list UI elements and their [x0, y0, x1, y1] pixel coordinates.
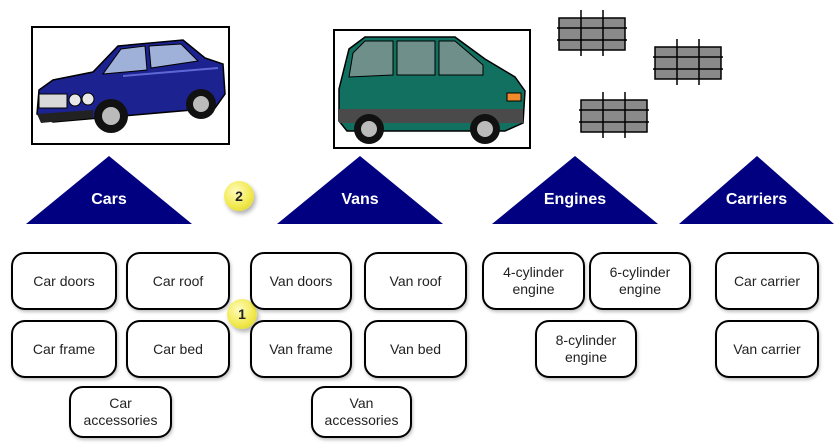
part-car-doors[interactable]: Car doors: [11, 252, 117, 310]
part-car-frame[interactable]: Car frame: [11, 320, 117, 378]
category-engines: Engines: [492, 156, 658, 224]
part-van-bed[interactable]: Van bed: [364, 320, 467, 378]
part-label: Van bed: [389, 340, 442, 357]
part-label: Van doors: [269, 272, 333, 289]
part-label: Car accessories: [83, 395, 158, 428]
category-label: Carriers: [725, 191, 788, 208]
part-label: Car carrier: [733, 272, 801, 289]
part-van-accessories[interactable]: Van accessories: [311, 386, 412, 438]
car-picture: [31, 26, 230, 145]
badge-number: 1: [238, 306, 246, 322]
part-label: Car roof: [152, 272, 204, 289]
part-van-frame[interactable]: Van frame: [250, 320, 352, 378]
part-car-accessories[interactable]: Car accessories: [69, 386, 172, 438]
part-car-roof[interactable]: Car roof: [126, 252, 230, 310]
part-van-roof[interactable]: Van roof: [364, 252, 467, 310]
part-label: Van carrier: [733, 340, 801, 357]
part-label: Van accessories: [324, 395, 399, 428]
category-carriers: Carriers: [679, 156, 834, 224]
part-label: 4-cylinder engine: [503, 264, 564, 297]
category-label: Vans: [341, 191, 379, 208]
part-label: Van frame: [269, 340, 333, 357]
part-label: Car frame: [32, 340, 96, 357]
engine-block-icon: [557, 8, 627, 63]
category-label: Engines: [543, 191, 607, 208]
part-label: Van roof: [389, 272, 442, 289]
category-label: Cars: [91, 191, 127, 208]
part-van-doors[interactable]: Van doors: [250, 252, 352, 310]
part-engine-6-cylinder[interactable]: 6-cylinder engine: [589, 252, 691, 310]
step-badge-2: 2: [224, 181, 254, 211]
part-label: 6-cylinder engine: [609, 264, 671, 297]
part-car-bed[interactable]: Car bed: [126, 320, 230, 378]
engine-block-icon: [653, 37, 723, 92]
part-van-carrier[interactable]: Van carrier: [715, 320, 819, 378]
category-cars: Cars: [26, 156, 192, 224]
part-engine-8-cylinder[interactable]: 8-cylinder engine: [535, 320, 637, 378]
part-engine-4-cylinder[interactable]: 4-cylinder engine: [482, 252, 585, 310]
badge-number: 2: [235, 188, 243, 204]
van-picture: [333, 29, 531, 149]
part-label: Car bed: [153, 340, 203, 357]
category-vans: Vans: [277, 156, 443, 224]
part-car-carrier[interactable]: Car carrier: [715, 252, 819, 310]
part-label: Car doors: [33, 272, 95, 289]
engine-block-icon: [579, 90, 649, 145]
part-label: 8-cylinder engine: [555, 332, 617, 365]
